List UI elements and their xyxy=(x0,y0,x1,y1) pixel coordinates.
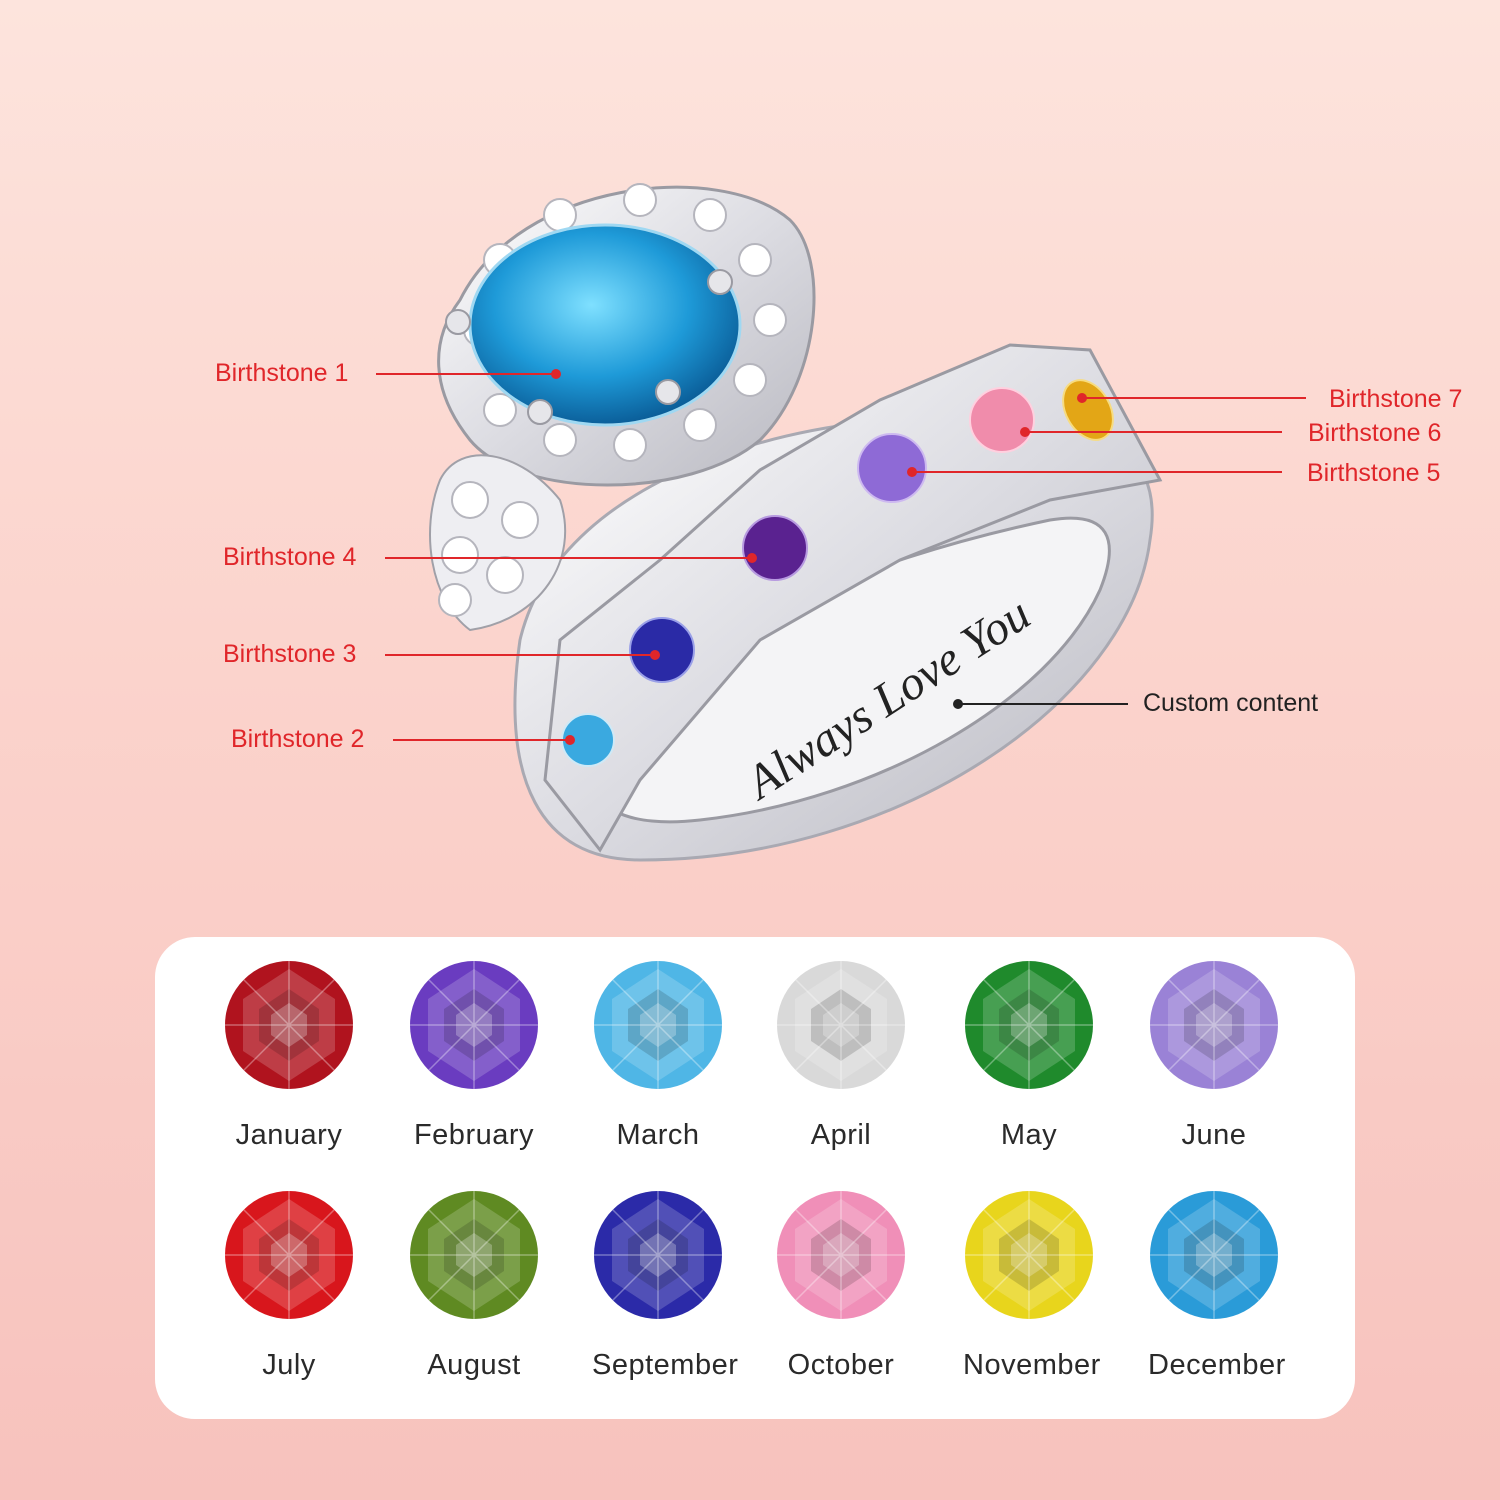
callout-birthstone-7: Birthstone 7 xyxy=(1329,385,1463,413)
gem-icon xyxy=(1150,961,1278,1089)
callout-birthstone-4: Birthstone 4 xyxy=(223,543,357,571)
callout-birthstone-2: Birthstone 2 xyxy=(231,725,365,753)
stone-october: October xyxy=(775,1189,907,1382)
channel-stone-5 xyxy=(857,433,927,503)
callout-birthstone-5: Birthstone 5 xyxy=(1307,459,1441,487)
month-label: February xyxy=(413,1119,535,1151)
stone-november: November xyxy=(963,1189,1101,1382)
gem-icon xyxy=(410,961,538,1089)
channel-stone-4 xyxy=(742,515,808,581)
month-label: June xyxy=(1181,1119,1247,1151)
stone-may: May xyxy=(963,959,1095,1152)
ring-halo-head xyxy=(429,183,816,632)
channel-stone-3 xyxy=(629,617,695,683)
callout-birthstone-3: Birthstone 3 xyxy=(223,640,357,668)
stone-september: September xyxy=(592,1189,739,1382)
month-label: December xyxy=(1148,1349,1286,1381)
month-label: March xyxy=(616,1119,700,1151)
gem-icon xyxy=(225,961,353,1089)
month-label: May xyxy=(1000,1119,1058,1151)
month-label: July xyxy=(262,1349,316,1381)
gem-icon xyxy=(594,961,722,1089)
gem-icon xyxy=(1150,1191,1278,1319)
month-label: November xyxy=(963,1349,1101,1381)
callout-lines xyxy=(376,369,1306,745)
gem-icon xyxy=(777,1191,905,1319)
stone-april: April xyxy=(775,959,907,1152)
month-label: January xyxy=(235,1119,343,1151)
prongs xyxy=(445,269,733,425)
gem-icon xyxy=(965,961,1093,1089)
stone-january: January xyxy=(223,959,355,1152)
stone-march: March xyxy=(592,959,724,1152)
stone-august: August xyxy=(408,1189,540,1382)
stone-february: February xyxy=(408,959,540,1152)
center-stone xyxy=(468,223,742,427)
callout-custom-content: Custom content xyxy=(1143,689,1319,717)
gem-icon xyxy=(594,1191,722,1319)
month-label: October xyxy=(787,1349,895,1381)
gem-icon xyxy=(777,961,905,1089)
gem-icon xyxy=(225,1191,353,1319)
callout-birthstone-1: Birthstone 1 xyxy=(215,359,349,387)
gem-icon xyxy=(410,1191,538,1319)
month-label: August xyxy=(427,1349,521,1381)
callout-birthstone-6: Birthstone 6 xyxy=(1308,419,1442,447)
stone-june: June xyxy=(1148,959,1280,1152)
ring-band xyxy=(513,415,1154,862)
custom-content-line xyxy=(953,699,1128,709)
gem-icon xyxy=(965,1191,1093,1319)
stone-july: July xyxy=(223,1189,355,1382)
stone-december: December xyxy=(1148,1189,1286,1382)
month-label: September xyxy=(592,1349,739,1381)
month-label: April xyxy=(810,1119,872,1151)
channel-stone-6 xyxy=(969,387,1035,453)
